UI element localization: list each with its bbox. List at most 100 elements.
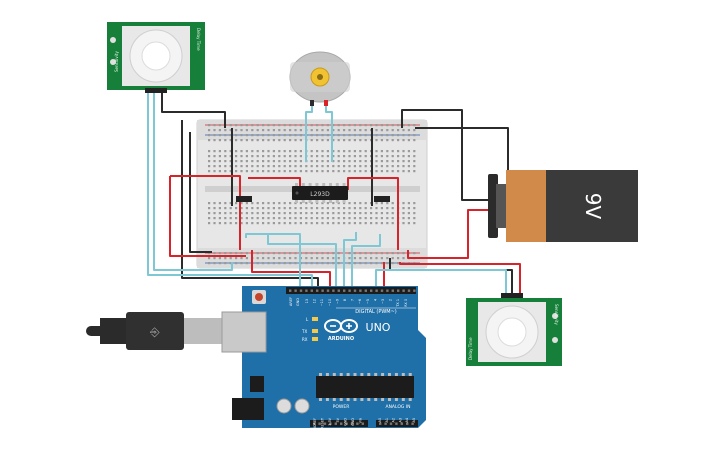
header-pin[interactable] — [348, 289, 351, 292]
breadboard-hole — [272, 155, 275, 158]
header-pin[interactable] — [370, 289, 373, 292]
breadboard-hole — [240, 252, 243, 255]
header-pin[interactable] — [332, 289, 335, 292]
breadboard-hole — [337, 202, 340, 205]
header-pin[interactable] — [379, 422, 382, 425]
header-pin[interactable] — [353, 289, 357, 292]
header-pin[interactable] — [321, 289, 324, 292]
header-pin[interactable] — [364, 289, 367, 292]
breadboard-hole — [321, 252, 324, 255]
breadboard-hole — [229, 262, 232, 265]
breadboard-hole — [370, 212, 373, 215]
breadboard-hole — [299, 217, 302, 220]
breadboard-hole — [278, 139, 281, 142]
header-pin[interactable] — [400, 422, 403, 425]
header-pin[interactable] — [299, 289, 303, 292]
breadboard-hole — [262, 217, 265, 220]
header-pin[interactable] — [359, 289, 362, 292]
breadboard-hole — [321, 124, 324, 127]
battery-9v[interactable]: 9V — [488, 170, 638, 242]
wire-red-5v — [399, 262, 521, 296]
breadboard-hole — [310, 252, 313, 255]
header-pin[interactable] — [395, 422, 398, 425]
mcu-pin — [346, 398, 350, 401]
pir-sensor-top[interactable]: Sensitivity Delay Time — [107, 22, 205, 93]
pir-sensor-bottom[interactable]: Delay Time Sensitivity — [466, 293, 562, 366]
breadboard-hole — [229, 252, 232, 255]
header-pin[interactable] — [316, 289, 319, 292]
header-pin[interactable] — [350, 422, 354, 425]
header-pin[interactable] — [380, 289, 384, 292]
breadboard-hole — [332, 160, 335, 163]
breadboard-hole — [353, 124, 356, 127]
breadboard-hole — [364, 124, 367, 127]
breadboard-hole — [218, 150, 221, 153]
breadboard-hole — [353, 139, 356, 142]
chip-pin — [308, 183, 312, 186]
breadboard-hole — [407, 165, 410, 168]
breadboard-hole — [240, 217, 243, 220]
breadboard-hole — [310, 212, 313, 215]
breadboard-hole — [310, 170, 313, 173]
breadboard-hole — [316, 170, 319, 173]
header-pin[interactable] — [402, 289, 405, 292]
header-pin[interactable] — [407, 289, 411, 292]
breadboard-hole — [267, 222, 270, 225]
header-pin[interactable] — [329, 422, 332, 425]
header-pin[interactable] — [334, 422, 337, 425]
breadboard-hole — [299, 170, 302, 173]
header-pin[interactable] — [345, 422, 348, 425]
header-pin[interactable] — [305, 289, 308, 292]
header-pin[interactable] — [313, 422, 316, 425]
breadboard-hole — [294, 262, 297, 265]
breadboard-hole — [213, 212, 216, 215]
breadboard-hole — [316, 252, 319, 255]
breadboard-hole — [397, 262, 400, 265]
header-pin[interactable] — [318, 422, 321, 425]
header-pin[interactable] — [375, 289, 378, 292]
breadboard-hole — [305, 212, 308, 215]
header-pin[interactable] — [289, 289, 292, 292]
header-pin[interactable] — [406, 422, 409, 425]
breadboard-hole — [326, 217, 329, 220]
header-pin[interactable] — [294, 289, 297, 292]
breadboard-hole — [272, 139, 275, 142]
header-pin[interactable] — [397, 289, 400, 292]
breadboard-hole — [348, 222, 351, 225]
header-pin[interactable] — [356, 422, 359, 425]
header-pin[interactable] — [389, 422, 393, 425]
breadboard-hole — [348, 160, 351, 163]
header-pin[interactable] — [413, 289, 416, 292]
breadboard-hole — [364, 129, 367, 132]
header-pin[interactable] — [386, 289, 389, 292]
header-pin[interactable] — [323, 422, 327, 425]
header-pin[interactable] — [326, 289, 330, 292]
breadboard-hole — [229, 124, 232, 127]
header-pin[interactable] — [337, 289, 340, 292]
header-pin[interactable] — [343, 289, 346, 292]
header-pin[interactable] — [391, 289, 394, 292]
breadboard-hole — [353, 202, 356, 205]
breadboard-hole — [294, 257, 297, 260]
breadboard-hole — [240, 202, 243, 205]
l293d-chip[interactable]: L293D — [292, 183, 348, 203]
breadboard-hole — [283, 150, 286, 153]
mcu-pin — [339, 373, 343, 376]
header-pin[interactable] — [411, 422, 414, 425]
breadboard-hole — [337, 160, 340, 163]
wire-black-pir-top-gnd — [161, 90, 226, 128]
breadboard-hole — [353, 217, 356, 220]
header-pin[interactable] — [310, 289, 313, 292]
chip-pin — [315, 183, 319, 186]
breadboard-hole — [294, 252, 297, 255]
breadboard-hole — [213, 217, 216, 220]
breadboard-hole — [278, 257, 281, 260]
header-pin[interactable] — [361, 422, 364, 425]
dc-motor[interactable] — [289, 51, 351, 106]
header-pin[interactable] — [340, 422, 343, 425]
header-pin[interactable] — [384, 422, 387, 425]
breadboard-hole — [245, 129, 248, 132]
breadboard-hole — [272, 262, 275, 265]
breadboard-hole — [262, 257, 265, 260]
